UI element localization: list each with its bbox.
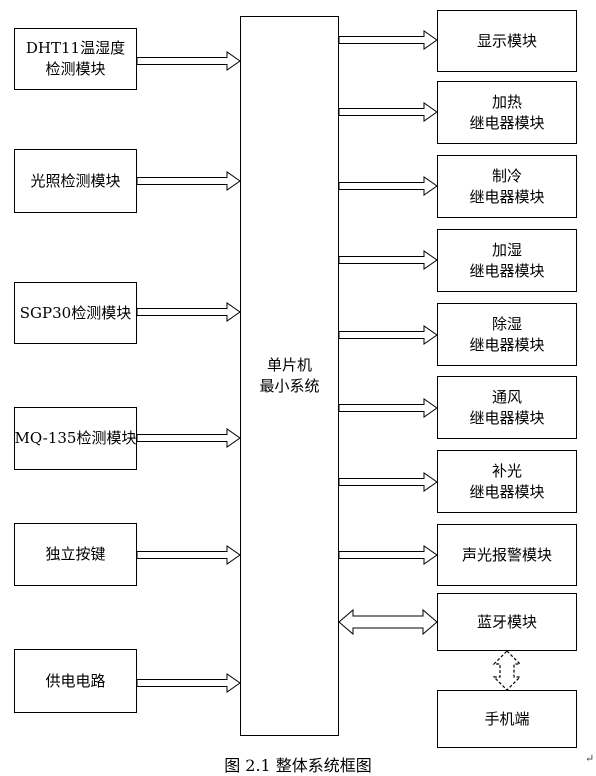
arrow-dht11-to-mcu <box>136 51 241 71</box>
mq135-module-box: MQ-135检测模块 <box>14 407 137 470</box>
ventilate-relay-module-box: 通风 继电器模块 <box>437 376 577 439</box>
dehumidify-relay-label-line2: 继电器模块 <box>469 335 545 354</box>
dehumidify-relay-label-line1: 除湿 <box>491 314 522 333</box>
phone-label: 手机端 <box>484 709 530 728</box>
heat-relay-label-line2: 继电器模块 <box>469 113 545 132</box>
arrow-mcu-to-dehumidify <box>338 325 438 345</box>
humidify-relay-label-line2: 继电器模块 <box>469 261 545 280</box>
display-module-box: 显示模块 <box>437 10 577 72</box>
bluetooth-module-label: 蓝牙模块 <box>476 612 537 631</box>
bluetooth-module-box: 蓝牙模块 <box>437 593 577 651</box>
arrow-mcu-to-cool <box>338 176 438 196</box>
power-module-box: 供电电路 <box>14 649 137 713</box>
paragraph-mark: ↵ <box>585 752 595 765</box>
arrow-mq135-to-mcu <box>136 428 241 448</box>
humidify-relay-label-line1: 加湿 <box>491 240 522 259</box>
display-module-label: 显示模块 <box>476 31 537 50</box>
figure-caption: 图 2.1 整体系统框图 <box>224 756 372 775</box>
ventilate-relay-label-line1: 通风 <box>491 387 522 406</box>
supplement-light-relay-module-box: 补光 继电器模块 <box>437 450 577 513</box>
mcu-label-line1: 单片机 <box>266 356 312 374</box>
alarm-module-box: 声光报警模块 <box>437 524 577 586</box>
power-module-label: 供电电路 <box>45 671 106 690</box>
light-sensor-module-label: 光照检测模块 <box>30 171 121 190</box>
light-sensor-module-box: 光照检测模块 <box>14 149 137 213</box>
arrow-mcu-to-humidify <box>338 250 438 270</box>
supplement-light-relay-label-line1: 补光 <box>491 461 522 480</box>
arrow-mcu-to-alarm <box>338 545 438 565</box>
key-module-label: 独立按键 <box>45 545 106 563</box>
cool-relay-label-line2: 继电器模块 <box>469 187 545 206</box>
heat-relay-label-line1: 加热 <box>491 92 522 111</box>
mcu-box: 单片机 最小系统 <box>240 16 339 736</box>
dht11-module-label-line2: 检测模块 <box>45 60 106 78</box>
arrow-mcu-to-display <box>338 30 438 50</box>
mq135-module-label: MQ-135检测模块 <box>14 429 137 447</box>
arrow-bluetooth-phone-dashed <box>492 650 522 691</box>
arrow-power-to-mcu <box>136 673 241 693</box>
arrow-sgp30-to-mcu <box>136 302 241 322</box>
heat-relay-module-box: 加热 继电器模块 <box>437 81 577 144</box>
dehumidify-relay-module-box: 除湿 继电器模块 <box>437 303 577 366</box>
arrow-light-to-mcu <box>136 171 241 191</box>
mcu-label-line2: 最小系统 <box>259 377 320 395</box>
dht11-module-label-line1: DHT11温湿度 <box>25 39 126 57</box>
ventilate-relay-label-line2: 继电器模块 <box>469 408 545 427</box>
phone-box: 手机端 <box>437 690 577 748</box>
arrow-mcu-to-heat <box>338 102 438 122</box>
arrow-mcu-to-ventilate <box>338 398 438 418</box>
sgp30-module-label: SGP30检测模块 <box>19 303 132 322</box>
alarm-module-label: 声光报警模块 <box>461 545 552 564</box>
cool-relay-module-box: 制冷 继电器模块 <box>437 155 577 218</box>
supplement-light-relay-label-line2: 继电器模块 <box>469 482 545 501</box>
dht11-module-box: DHT11温湿度 检测模块 <box>14 28 137 90</box>
humidify-relay-module-box: 加湿 继电器模块 <box>437 229 577 292</box>
arrow-mcu-to-supplement-light <box>338 472 438 492</box>
sgp30-module-box: SGP30检测模块 <box>14 282 137 344</box>
key-module-box: 独立按键 <box>14 523 137 586</box>
arrow-mcu-bluetooth-bidirectional <box>338 608 438 636</box>
cool-relay-label-line1: 制冷 <box>491 166 522 185</box>
arrow-key-to-mcu <box>136 545 241 565</box>
